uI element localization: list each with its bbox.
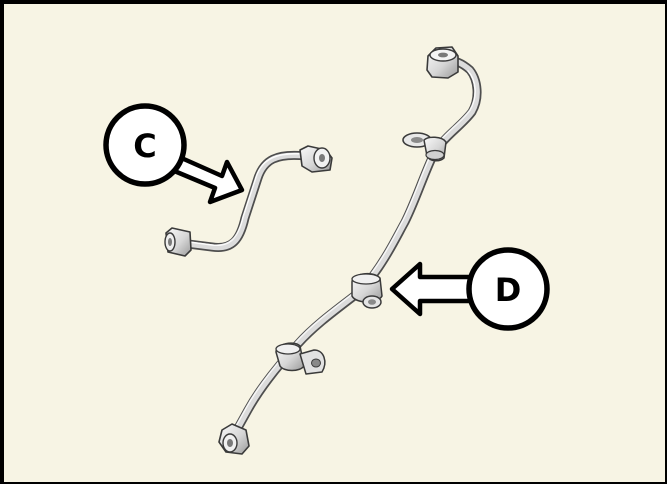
callout-c: C <box>103 103 245 205</box>
short-line-nut-upper <box>299 145 333 173</box>
short-fuel-line <box>164 145 333 257</box>
long-line-nut-bottom <box>218 423 250 455</box>
long-line-clamp-lower <box>275 342 326 375</box>
callout-c-arrow <box>169 153 245 205</box>
long-line-nut-top <box>426 46 459 79</box>
callout-d-arrow <box>389 261 478 317</box>
callout-d: D <box>389 247 550 331</box>
callout-d-label: D <box>495 271 522 309</box>
callout-c-label: C <box>133 127 156 165</box>
long-line-bracket-upper <box>402 132 447 162</box>
short-line-nut-lower <box>164 227 192 257</box>
long-fuel-line <box>218 46 482 455</box>
callout-c-circle <box>103 103 187 187</box>
callout-d-circle <box>466 247 550 331</box>
long-line-clamp-middle <box>351 272 383 309</box>
